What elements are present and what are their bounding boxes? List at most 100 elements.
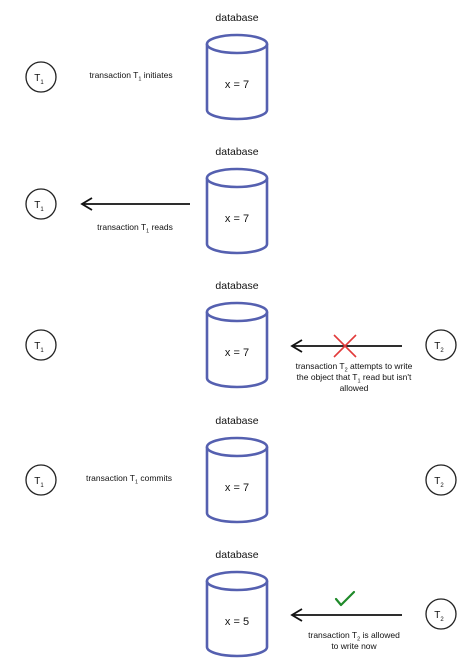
database-label: database [215, 549, 258, 561]
node-subscript: 1 [40, 80, 44, 86]
transaction-node-label: T2 [434, 610, 444, 623]
caption-text: commits [138, 473, 172, 483]
transaction-node-circle [425, 329, 457, 361]
transaction-node-circle [25, 61, 57, 93]
transaction-node-left: T1 [25, 188, 57, 220]
caption-line: transaction T1 initiates [89, 70, 172, 83]
caption-line: to write now [331, 641, 377, 651]
arrow-head [290, 608, 303, 622]
cross-stroke [333, 334, 357, 358]
caption-text: transaction T [97, 222, 146, 232]
caption-text: to write now [331, 641, 377, 651]
write-allowed-check-icon [334, 590, 356, 607]
transaction-node-circle [25, 188, 57, 220]
arrow-head [80, 197, 93, 211]
node-subscript: 2 [440, 348, 444, 354]
caption-text: the object that T [297, 372, 358, 382]
node-letter: T [434, 610, 440, 621]
caption-text: transaction T [89, 70, 138, 80]
node-subscript: 2 [440, 483, 444, 489]
caption-subscript: 1 [135, 480, 138, 486]
node-subscript: 1 [40, 348, 44, 354]
database-cylinder [205, 570, 269, 658]
database-cylinder [205, 167, 269, 255]
caption-subscript: 2 [345, 368, 348, 374]
cylinder-body [205, 44, 269, 121]
cylinder-body [205, 178, 269, 255]
transaction-node-label: T1 [34, 200, 44, 213]
transaction-node-right: T2 [425, 464, 457, 496]
cylinder-top [205, 436, 269, 458]
caption-text: read but isn't [361, 372, 412, 382]
transaction-node-label: T2 [434, 476, 444, 489]
transaction-node-label: T1 [34, 73, 44, 86]
caption-subscript: 2 [357, 637, 360, 643]
database-cylinder [205, 301, 269, 389]
node-letter: T [34, 200, 40, 211]
cylinder-body [205, 312, 269, 389]
caption-text: allowed [340, 383, 369, 393]
cylinder-top [205, 570, 269, 592]
check-stroke [334, 590, 356, 607]
node-subscript: 1 [40, 483, 44, 489]
caption-line: the object that T1 read but isn't [297, 372, 412, 385]
caption-text: transaction T [86, 473, 135, 483]
transaction-node-right: T2 [425, 598, 457, 630]
node-letter: T [434, 476, 440, 487]
caption-text: reads [149, 222, 173, 232]
caption-line: allowed [340, 383, 369, 393]
transaction-node-circle [25, 329, 57, 361]
database-cylinder [205, 33, 269, 121]
transaction-node-label: T2 [434, 341, 444, 354]
caption-text: attempts to write [348, 361, 413, 371]
database-value: x = 5 [225, 616, 249, 628]
database-label: database [215, 280, 258, 292]
transaction-node-left: T1 [25, 61, 57, 93]
node-letter: T [434, 341, 440, 352]
caption-line: transaction T1 reads [97, 222, 173, 235]
cylinder-body [205, 447, 269, 524]
node-subscript: 1 [40, 207, 44, 213]
node-letter: T [34, 476, 40, 487]
write-blocked-cross-icon [333, 334, 357, 358]
transaction-node-label: T1 [34, 476, 44, 489]
caption-text: initiates [141, 70, 172, 80]
caption-text: transaction T [308, 630, 357, 640]
caption-text: transaction T [296, 361, 345, 371]
database-label: database [215, 146, 258, 158]
caption-line: transaction T1 commits [86, 473, 172, 486]
database-label: database [215, 12, 258, 24]
cylinder-top [205, 33, 269, 55]
transaction-node-right: T2 [425, 329, 457, 361]
transaction-node-circle [25, 464, 57, 496]
node-letter: T [34, 73, 40, 84]
transaction-node-circle [425, 598, 457, 630]
transaction-node-label: T1 [34, 341, 44, 354]
transaction-node-circle [425, 464, 457, 496]
transaction-node-left: T1 [25, 464, 57, 496]
database-value: x = 7 [225, 79, 249, 91]
cylinder-top [205, 167, 269, 189]
node-subscript: 2 [440, 617, 444, 623]
node-letter: T [34, 341, 40, 352]
transaction-node-left: T1 [25, 329, 57, 361]
cylinder-body [205, 581, 269, 658]
database-label: database [215, 415, 258, 427]
database-value: x = 7 [225, 347, 249, 359]
arrow-head [290, 339, 303, 353]
cylinder-top [205, 301, 269, 323]
caption-text: is allowed [360, 630, 400, 640]
caption-line: transaction T2 is allowed [308, 630, 400, 643]
database-cylinder [205, 436, 269, 524]
caption-subscript: 1 [146, 229, 149, 235]
database-value: x = 7 [225, 213, 249, 225]
caption-subscript: 1 [138, 77, 141, 83]
caption-subscript: 1 [357, 379, 360, 385]
caption-line: transaction T2 attempts to write [296, 361, 413, 374]
